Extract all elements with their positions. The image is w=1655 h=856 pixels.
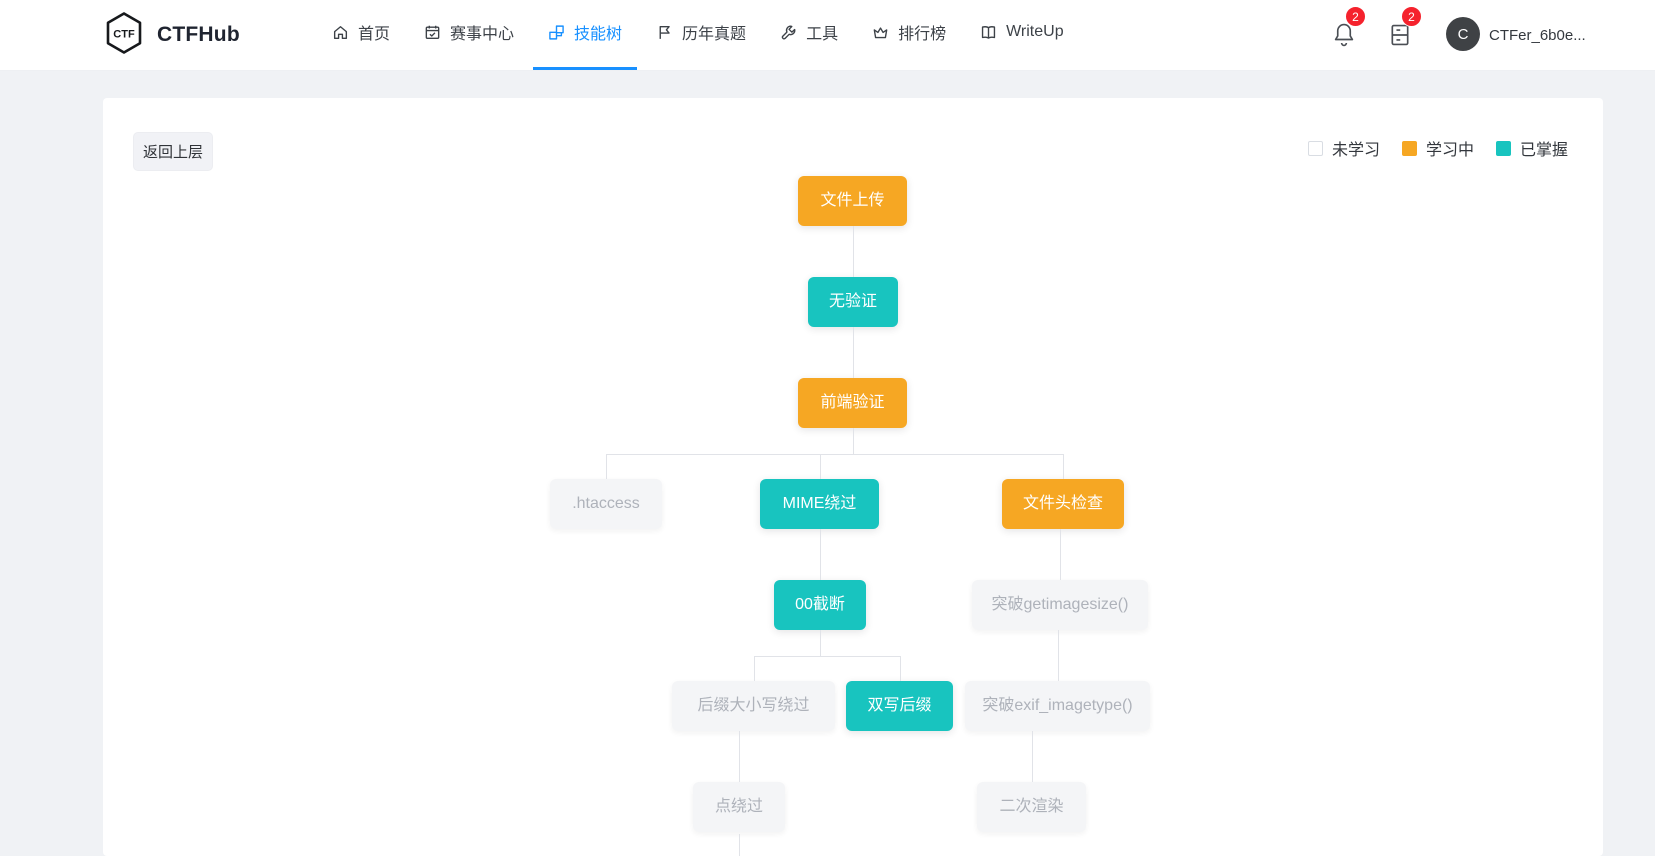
legend-label: 未学习 xyxy=(1331,142,1380,159)
nav-label: WriteUp xyxy=(1006,23,1064,40)
tree-connector xyxy=(739,731,740,782)
main-nav: 首页 赛事中心 技能树 历年真题 工具 排行榜 WriteUp xyxy=(315,0,1081,70)
tree-connector xyxy=(606,454,607,479)
nav-item-工具[interactable]: 工具 xyxy=(763,0,855,70)
calendar-icon xyxy=(424,24,441,41)
nav-item-首页[interactable]: 首页 xyxy=(315,0,407,70)
tree-connector xyxy=(853,428,854,454)
tree-connector xyxy=(606,454,1063,455)
legend-label: 已掌握 xyxy=(1519,142,1568,159)
message-badge: 2 xyxy=(1401,6,1422,27)
tree-node-upload[interactable]: 文件上传 xyxy=(798,176,907,226)
nav-label: 技能树 xyxy=(574,26,623,43)
avatar[interactable]: C xyxy=(1446,17,1480,51)
notifications-button[interactable]: 2 xyxy=(1332,6,1366,52)
legend-swatch xyxy=(1307,140,1323,156)
legend-swatch xyxy=(1401,140,1417,156)
notification-badge: 2 xyxy=(1345,6,1366,27)
nav-item-WriteUp[interactable]: WriteUp xyxy=(963,0,1081,70)
tree-connector xyxy=(820,529,821,580)
tree-node-htaccess[interactable]: .htaccess xyxy=(550,479,662,529)
ctfhub-logo-icon: CTF xyxy=(104,11,144,60)
bell-icon xyxy=(1332,23,1356,52)
nav-label: 历年真题 xyxy=(682,26,747,43)
tree-connector xyxy=(820,630,821,656)
tree-connector xyxy=(853,327,854,378)
username[interactable]: CTFer_6b0e... xyxy=(1489,26,1586,44)
nav-label: 赛事中心 xyxy=(450,26,515,43)
nav-label: 排行榜 xyxy=(898,26,947,43)
legend-item-not-learned: 未学习 xyxy=(1307,136,1380,160)
tree-connector xyxy=(820,454,821,479)
svg-text:CTF: CTF xyxy=(113,28,135,40)
tree-node-no-validate[interactable]: 无验证 xyxy=(808,277,898,327)
tree-node-double-suffix[interactable]: 双写后缀 xyxy=(846,681,953,731)
back-button[interactable]: 返回上层 xyxy=(133,132,213,171)
home-icon xyxy=(332,24,349,41)
book-icon xyxy=(980,24,997,41)
skill-tree-icon xyxy=(548,24,565,41)
top-nav-bar: CTF CTFHub 首页 赛事中心 技能树 历年真题 工具 排行榜 WriteUp 2 2… xyxy=(0,0,1655,71)
brand[interactable]: CTF CTFHub xyxy=(104,0,240,70)
crown-icon xyxy=(872,24,889,41)
tree-connector xyxy=(1058,630,1059,681)
skill-tree-panel: 返回上层 未学习 学习中 已掌握 文件上传无验证前端验证 .htaccess MIME绕… xyxy=(103,98,1603,856)
flag-icon xyxy=(656,24,673,41)
tree-node-truncate00[interactable]: 00截断 xyxy=(774,580,866,630)
nav-label: 工具 xyxy=(806,26,839,43)
tree-node-mime[interactable]: MIME绕过 xyxy=(760,479,879,529)
brand-name: CTFHub xyxy=(157,23,240,46)
tree-connector xyxy=(853,226,854,277)
legend: 未学习 学习中 已掌握 xyxy=(1307,136,1568,160)
message-board-icon xyxy=(1388,24,1412,52)
wrench-icon xyxy=(780,24,797,41)
messages-button[interactable]: 2 xyxy=(1388,6,1422,52)
tree-node-exif[interactable]: 突破exif_imagetype() xyxy=(965,681,1150,731)
legend-item-learning: 学习中 xyxy=(1401,136,1474,160)
tree-connector xyxy=(739,834,740,856)
legend-swatch xyxy=(1495,140,1511,156)
tree-node-frontend[interactable]: 前端验证 xyxy=(798,378,907,428)
tree-canvas: 文件上传无验证前端验证 .htaccess MIME绕过 文件头检查 00截断 突破get… xyxy=(103,98,1603,856)
tree-node-fileheader[interactable]: 文件头检查 xyxy=(1002,479,1124,529)
nav-item-历年真题[interactable]: 历年真题 xyxy=(639,0,763,70)
tree-connector xyxy=(1063,454,1064,479)
tree-node-getimagesize[interactable]: 突破getimagesize() xyxy=(972,580,1148,630)
nav-item-技能树[interactable]: 技能树 xyxy=(531,0,639,70)
tree-connector xyxy=(754,656,900,657)
legend-label: 学习中 xyxy=(1425,142,1474,159)
nav-item-排行榜[interactable]: 排行榜 xyxy=(855,0,963,70)
nav-item-赛事中心[interactable]: 赛事中心 xyxy=(407,0,531,70)
tree-node-rerender[interactable]: 二次渲染 xyxy=(977,782,1086,832)
tree-node-case-bypass[interactable]: 后缀大小写绕过 xyxy=(672,681,835,731)
tree-node-dot-bypass[interactable]: 点绕过 xyxy=(693,782,785,832)
nav-label: 首页 xyxy=(358,26,391,43)
legend-item-mastered: 已掌握 xyxy=(1495,136,1568,160)
tree-connector xyxy=(1060,529,1061,580)
tree-connector xyxy=(754,656,755,681)
tree-connector xyxy=(1032,731,1033,782)
tree-connector xyxy=(900,656,901,681)
